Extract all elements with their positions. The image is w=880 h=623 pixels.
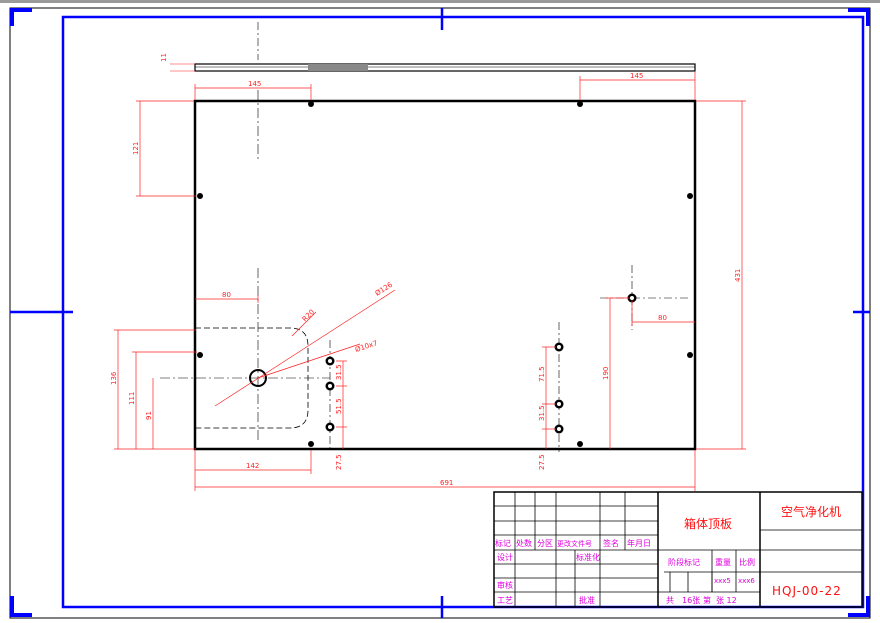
drawing-frame	[61, 15, 865, 609]
dim-hole-spec: Ø10x7	[354, 339, 378, 354]
viewer-top-bar	[0, 0, 880, 3]
dim-overall-height: 431	[734, 269, 742, 282]
centering-marks	[10, 8, 870, 618]
dim-cutout-radius: R20	[301, 308, 316, 323]
dim-v-31-5-b: 31.5	[538, 405, 546, 421]
dim-pitch-dia: Ø126	[374, 280, 395, 297]
dim-overall-width: 691	[440, 479, 453, 487]
main-plate	[160, 90, 697, 452]
dim-v-51-5: 51.5	[335, 398, 343, 414]
tb-weight-value: xxx5	[714, 577, 731, 585]
tb-drawing-no: HQJ-00-22	[772, 584, 842, 598]
tb-product-name: 空气净化机	[781, 504, 841, 519]
tb-part-name: 箱体顶板	[684, 516, 732, 531]
tb-label-date: 年月日	[627, 538, 651, 548]
dim-v-71-5: 71.5	[538, 366, 546, 382]
dim-v-27-5-a: 27.5	[335, 454, 343, 470]
corner-marks	[10, 8, 870, 617]
dim-v-27-5-b: 27.5	[538, 454, 546, 470]
tb-label-total: 共	[666, 596, 674, 605]
dimension-lines	[114, 72, 746, 491]
tb-label-stage-mark: 阶段标记	[668, 557, 700, 567]
tb-label-process: 工艺	[497, 596, 513, 605]
sheet-outer-border	[9, 7, 871, 619]
tb-label-zone: 分区	[537, 539, 553, 548]
tb-label-design: 设计	[497, 552, 513, 562]
tb-label-scale: 比例	[739, 557, 755, 567]
tb-label-approve: 批准	[579, 595, 595, 605]
tb-label-signature: 签名	[603, 538, 619, 548]
dim-bottom-142: 142	[246, 462, 259, 470]
tb-label-weight: 重量	[715, 557, 731, 567]
dim-right-cutout-width: 80	[658, 314, 667, 322]
tb-sheet-no: 张 12	[716, 596, 737, 605]
tb-scale-value: xxx6	[738, 577, 755, 585]
dim-thickness: 11	[160, 53, 168, 62]
dim-left-small: 91	[145, 411, 153, 420]
dim-left-hole: 121	[132, 142, 140, 155]
tb-total-sheets: 16张	[682, 596, 700, 605]
dim-left-mid: 111	[128, 392, 136, 405]
tb-label-standardize: 标准化	[576, 552, 600, 562]
title-block	[493, 491, 863, 608]
tb-label-count: 处数	[516, 538, 532, 548]
dim-v-31-5-a: 31.5	[335, 364, 343, 380]
dim-top-right: 145	[630, 72, 643, 80]
tb-label-change-doc: 更改文件号	[557, 539, 592, 548]
dim-cutout-width: 80	[222, 291, 231, 299]
dim-left-total: 136	[110, 371, 118, 385]
tb-label-review: 审核	[497, 580, 513, 590]
tb-label-mark: 标记	[495, 538, 511, 548]
tb-label-sheet: 第	[703, 595, 711, 605]
dim-top-left: 145	[248, 80, 261, 88]
dim-right-cutout-height: 190	[602, 367, 610, 380]
side-view: 11	[160, 22, 696, 72]
